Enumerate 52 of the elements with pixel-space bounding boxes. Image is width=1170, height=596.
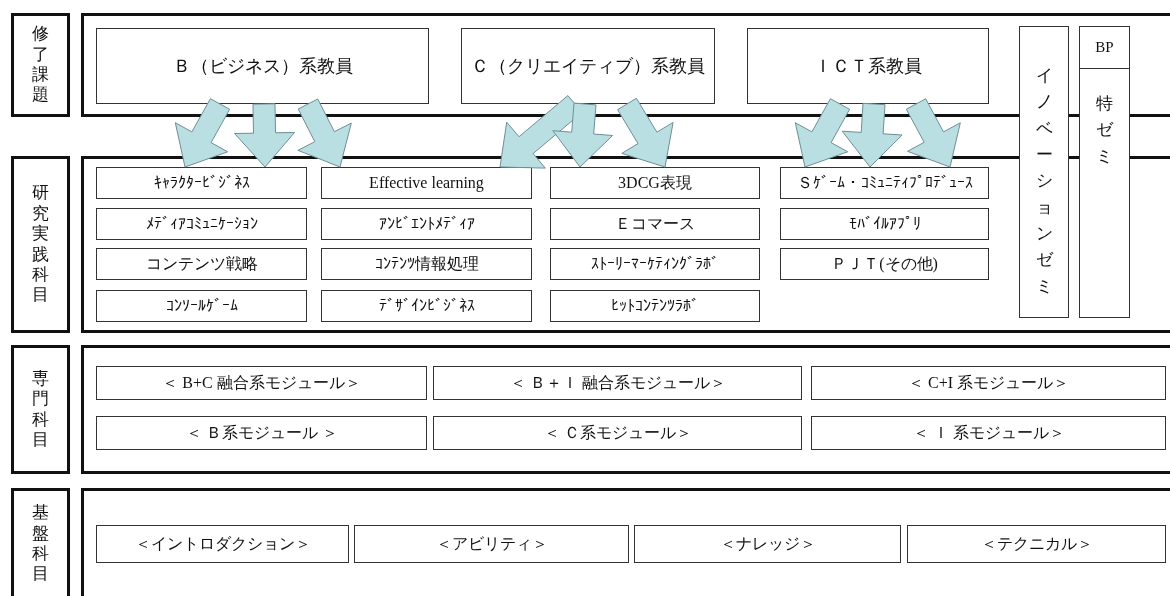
module-box: ＜ Ｉ 系モジュール＞	[811, 416, 1166, 450]
course-box: コンテンツ戦略	[96, 248, 307, 280]
foundation-box: ＜ナレッジ＞	[634, 525, 901, 563]
course-box: Ｓｹﾞｰﾑ・ｺﾐｭﾆﾃｨﾌﾟﾛﾃﾞｭｰｽ	[780, 167, 989, 199]
block-arrow	[174, 98, 231, 168]
module-box: ＜ B+C 融合系モジュール＞	[96, 366, 427, 400]
row-label: 修了課題	[31, 24, 50, 106]
block-arrow	[234, 103, 295, 168]
row-label: 研究実践科目	[31, 183, 50, 306]
seminar-label: 特ゼミ	[1095, 93, 1114, 168]
seminar-box	[1019, 26, 1069, 318]
teacher-box: Ｃ（クリエイティブ）系教員	[461, 28, 715, 104]
block-arrow	[297, 98, 352, 168]
label-frame	[11, 345, 70, 474]
label-frame	[11, 156, 70, 333]
course-box: ｷｬﾗｸﾀｰﾋﾞｼﾞﾈｽ	[96, 167, 307, 199]
module-box: ＜ Ｂ＋Ｉ 融合系モジュール＞	[433, 366, 802, 400]
course-box: Ｅコマース	[550, 208, 760, 240]
header-label: BP	[1080, 27, 1129, 69]
course-box: ﾒﾃﾞｨｱｺﾐｭﾆｹｰｼｮﾝ	[96, 208, 307, 240]
course-box: ﾃﾞｻﾞｲﾝﾋﾞｼﾞﾈｽ	[321, 290, 532, 322]
module-box: ＜ Ｃ系モジュール＞	[433, 416, 802, 450]
teacher-box: Ｂ（ビジネス）系教員	[96, 28, 429, 104]
course-box: ｽﾄｰﾘｰﾏｰｹﾃｨﾝｸﾞﾗﾎﾞ	[550, 248, 760, 280]
module-box: ＜ C+I 系モジュール＞	[811, 366, 1166, 400]
row-label: 基盤科目	[31, 503, 50, 585]
label-frame	[11, 488, 70, 596]
band-frame	[81, 13, 1170, 117]
row-label: 専門科目	[31, 368, 50, 451]
teacher-box: ＩＣＴ系教員	[747, 28, 989, 104]
course-box: ﾓﾊﾞｲﾙｱﾌﾟﾘ	[780, 208, 989, 240]
block-arrow	[841, 102, 903, 168]
course-box: 3DCG表現	[550, 167, 760, 199]
course-box: ＰＪＴ(その他)	[780, 248, 989, 280]
course-box: ｺﾝｿｰﾙｹﾞｰﾑ	[96, 290, 307, 322]
block-arrow	[905, 98, 961, 168]
course-box: ｱﾝﾋﾞｴﾝﾄﾒﾃﾞｨｱ	[321, 208, 532, 240]
course-box: Effective learning	[321, 167, 532, 199]
foundation-box: ＜テクニカル＞	[907, 525, 1166, 563]
course-box: ﾋｯﾄｺﾝﾃﾝﾂﾗﾎﾞ	[550, 290, 760, 322]
band-frame	[81, 488, 1170, 596]
seminar-box	[1079, 26, 1130, 318]
module-box: ＜ Ｂ系モジュール ＞	[96, 416, 427, 450]
block-arrow	[552, 102, 614, 168]
band-frame	[81, 345, 1170, 474]
block-arrow	[794, 98, 851, 168]
foundation-box: ＜アビリティ＞	[354, 525, 629, 563]
course-box: ｺﾝﾃﾝﾂ情報処理	[321, 248, 532, 280]
foundation-box: ＜イントロダクション＞	[96, 525, 349, 563]
block-arrow	[617, 97, 674, 168]
label-frame	[11, 13, 70, 117]
seminar-label: イノベーションゼミ	[1034, 65, 1054, 298]
